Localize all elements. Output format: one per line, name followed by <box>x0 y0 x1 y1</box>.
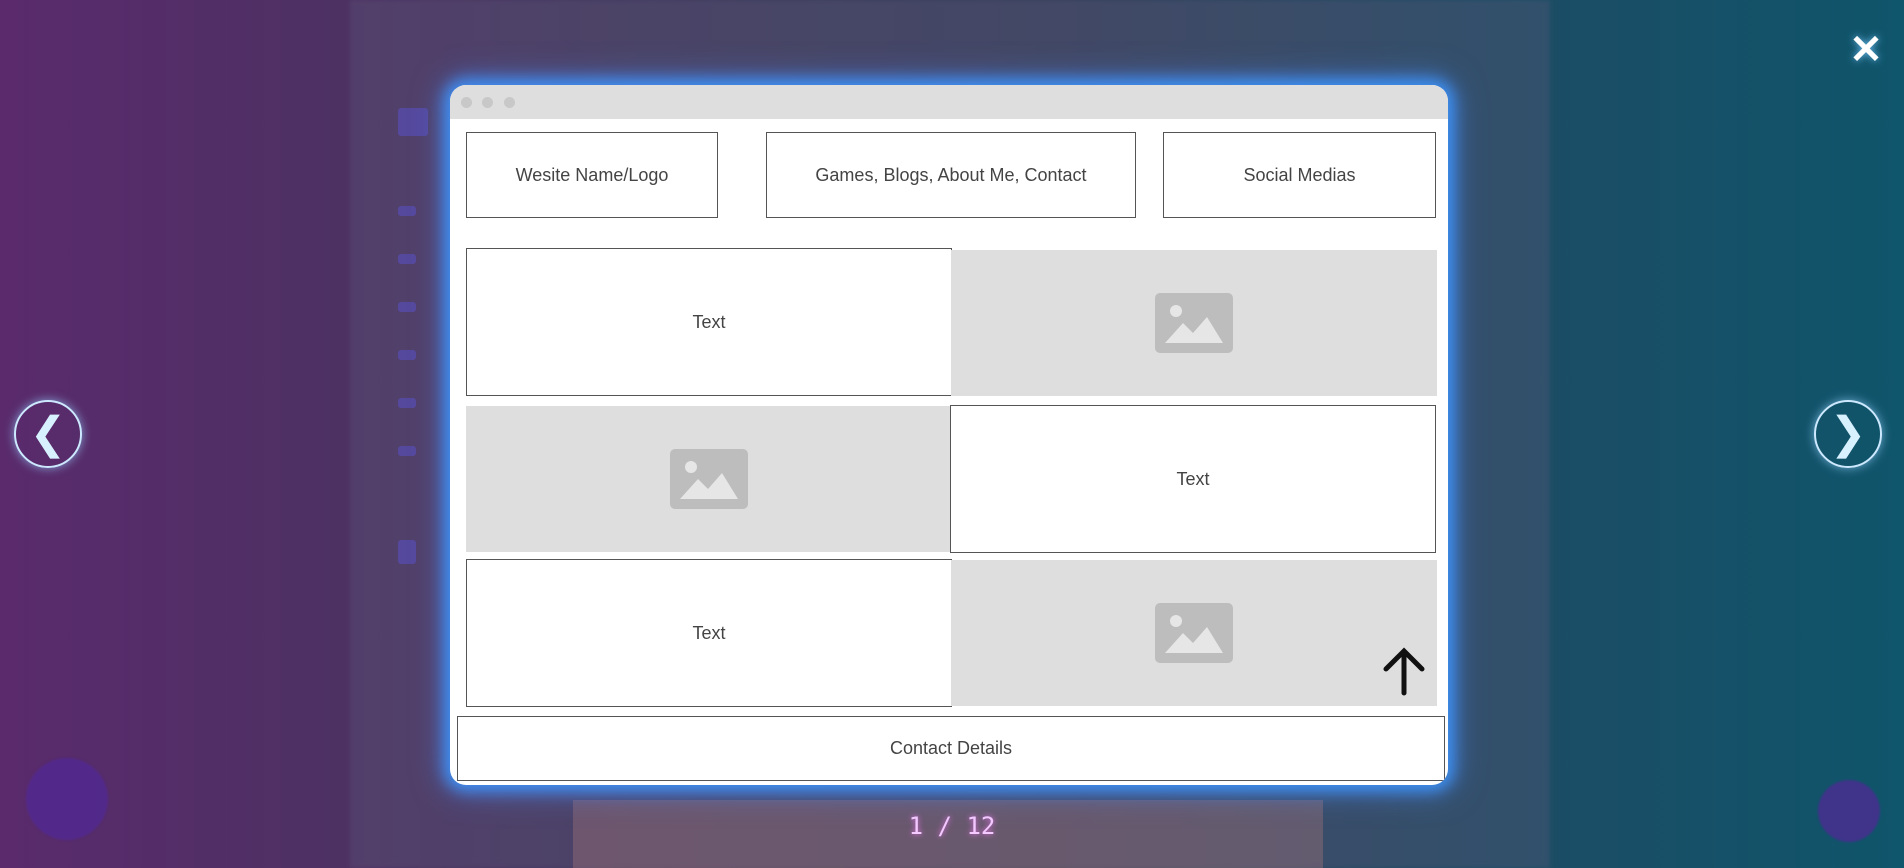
chevron-left-icon: ❮ <box>29 409 67 458</box>
image-placeholder-icon <box>1155 603 1233 663</box>
social-box: Social Medias <box>1163 132 1436 218</box>
lightbox-image: Wesite Name/Logo Games, Blogs, About Me,… <box>450 85 1448 785</box>
background-heading <box>398 540 416 564</box>
background-text-line <box>398 446 416 456</box>
text-block: Text <box>950 405 1436 553</box>
background-text-line <box>398 206 416 216</box>
background-heading <box>398 108 428 136</box>
background-bar <box>573 800 1323 868</box>
image-counter: 1 / 12 <box>908 812 996 840</box>
window-dot-icon <box>504 97 515 108</box>
background-circle-button <box>26 758 108 840</box>
window-titlebar <box>450 85 1448 119</box>
background-text-line <box>398 302 416 312</box>
chevron-right-icon: ❯ <box>1829 409 1867 458</box>
text-block-label: Text <box>1176 468 1210 489</box>
image-placeholder-icon <box>1155 293 1233 353</box>
text-block: Text <box>466 248 952 396</box>
logo-box: Wesite Name/Logo <box>466 132 718 218</box>
nav-label: Games, Blogs, About Me, Contact <box>815 164 1087 185</box>
text-block: Text <box>466 559 952 707</box>
window-dot-icon <box>461 97 472 108</box>
image-placeholder <box>951 560 1437 706</box>
logo-label: Wesite Name/Logo <box>515 164 669 185</box>
background-text-line <box>398 398 416 408</box>
background-circle-button <box>1818 780 1880 842</box>
image-placeholder <box>466 406 952 552</box>
social-label: Social Medias <box>1243 164 1356 185</box>
next-button[interactable]: ❯ <box>1814 400 1882 468</box>
previous-button[interactable]: ❮ <box>14 400 82 468</box>
background-text-line <box>398 254 416 264</box>
text-block-label: Text <box>692 311 726 332</box>
arrow-up-icon <box>1383 647 1425 696</box>
image-placeholder-icon <box>670 449 748 509</box>
text-block-label: Text <box>692 622 726 643</box>
footer-label: Contact Details <box>889 738 1013 758</box>
nav-box: Games, Blogs, About Me, Contact <box>766 132 1136 218</box>
footer-box: Contact Details <box>457 716 1445 781</box>
background-text-line <box>398 350 416 360</box>
image-placeholder <box>951 250 1437 396</box>
close-button[interactable]: ✕ <box>1849 28 1883 72</box>
window-dot-icon <box>482 97 493 108</box>
